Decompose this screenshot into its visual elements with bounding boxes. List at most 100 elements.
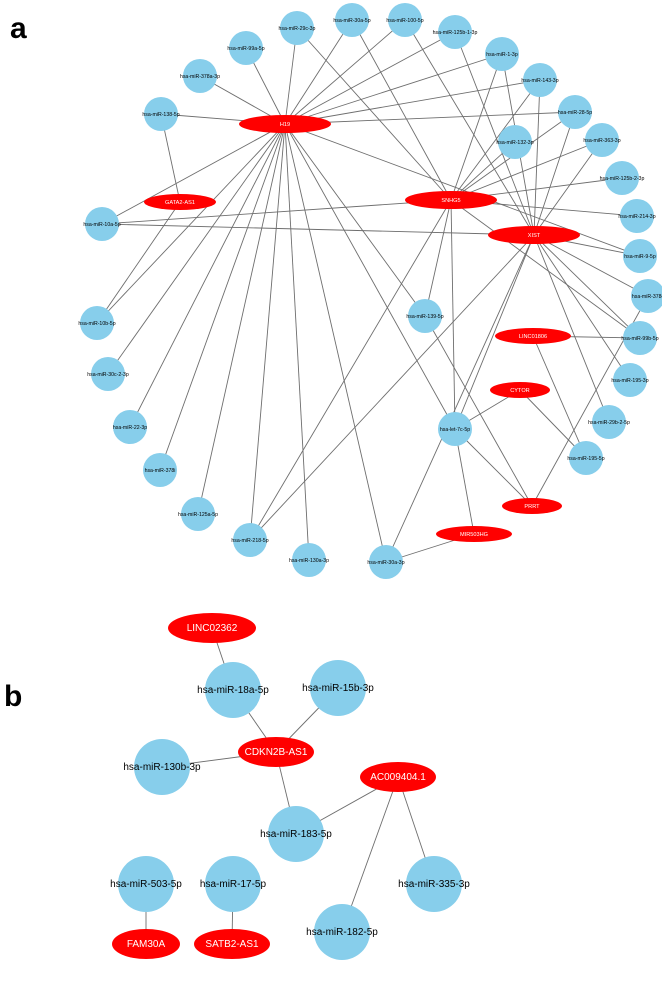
edge-snhg5-to-hsa-mir-1-3p [450, 53, 503, 201]
node-satb2-as1: SATB2-AS1 [194, 929, 270, 959]
node-hsa-mir-138-5p: hsa-miR-138-5p [142, 97, 180, 131]
node-hsa-mir-125a-5p: hsa-miR-125a-5p [178, 497, 218, 531]
node-label-hsa-mir-195-3p: hsa-miR-195-3p [611, 378, 648, 384]
node-shape-hsa-mir-363-3p [585, 123, 619, 157]
node-shape-hsa-mir-125b-1-3p [438, 15, 472, 49]
node-xist: XIST [488, 226, 580, 244]
node-shape-hsa-mir-195-5p [569, 441, 603, 475]
node-label-hsa-mir-125b-1-3p: hsa-miR-125b-1-3p [433, 30, 478, 36]
node-hsa-mir-378c: hsa-miR-378c [631, 279, 662, 313]
node-shape-hsa-mir-15b-3p [310, 660, 366, 716]
node-label-fam30a: FAM30A [127, 939, 166, 950]
node-hsa-mir-18a-5p: hsa-miR-18a-5p [197, 662, 269, 718]
node-shape-hsa-mir-138-5p [144, 97, 178, 131]
node-label-hsa-mir-125b-2-3p: hsa-miR-125b-2-3p [600, 176, 645, 182]
node-label-hsa-mir-378i: hsa-miR-378i [145, 468, 176, 474]
node-shape-hsa-mir-29c-3p [280, 11, 314, 45]
edge-xist-to-hsa-mir-10a-5p [101, 223, 535, 236]
node-shape-hsa-mir-335-3p [406, 856, 462, 912]
node-label-hsa-mir-18a-5p: hsa-miR-18a-5p [197, 685, 269, 696]
edge-xist-to-hsa-mir-363-3p [533, 139, 603, 236]
edge-snhg5-to-hsa-mir-218-5p [249, 199, 452, 541]
node-label-hsa-mir-195-5p: hsa-miR-195-5p [567, 456, 604, 462]
node-shape-hsa-mir-30c-2-3p [91, 357, 125, 391]
node-label-hsa-mir-378a-3p: hsa-miR-378a-3p [180, 74, 220, 80]
node-shape-hsa-mir-139-5p [408, 299, 442, 333]
node-label-hsa-mir-1-3p: hsa-miR-1-3p [486, 52, 518, 58]
node-shape-hsa-mir-22-3p [113, 410, 147, 444]
node-cytor: CYTOR [490, 382, 550, 398]
node-hsa-mir-17-5p: hsa-miR-17-5p [200, 856, 267, 912]
panel-b-letter: b [4, 680, 22, 713]
node-hsa-let-7c-5p: hsa-let-7c-5p [438, 412, 472, 446]
node-label-hsa-mir-15b-3p: hsa-miR-15b-3p [302, 683, 374, 694]
node-shape-cdkn2b-as1 [238, 737, 314, 767]
node-shape-hsa-mir-30a-5p [335, 3, 369, 37]
edge-linc01806-to-hsa-mir-195-5p [532, 335, 587, 459]
node-h19: H19 [239, 115, 331, 133]
node-shape-linc01806 [495, 328, 571, 344]
node-label-hsa-mir-503-5p: hsa-miR-503-5p [110, 879, 182, 890]
edge-h19-to-hsa-let-7c-5p [284, 123, 456, 430]
edge-xist-to-hsa-mir-195-3p [533, 234, 631, 381]
edge-h19-to-hsa-mir-139-5p [284, 123, 426, 317]
edge-h19-to-hsa-mir-125b-1-3p [284, 31, 456, 125]
node-label-hsa-mir-30a-3p: hsa-miR-30a-3p [367, 560, 404, 566]
node-label-h19: H19 [280, 122, 290, 128]
edge-h19-to-hsa-mir-30a-3p [284, 123, 387, 563]
node-label-hsa-mir-363-3p: hsa-miR-363-3p [583, 138, 620, 144]
node-label-hsa-mir-130a-3p: hsa-miR-130a-3p [289, 558, 329, 564]
node-label-ac009404-1: AC009404.1 [370, 772, 426, 783]
edge-h19-to-hsa-mir-130a-3p [284, 123, 310, 561]
edge-xist-to-hsa-mir-378c [533, 234, 649, 297]
edge-h19-to-hsa-mir-125a-5p [197, 123, 286, 515]
node-label-hsa-mir-9-5p: hsa-miR-9-5p [624, 254, 656, 260]
node-shape-hsa-let-7c-5p [438, 412, 472, 446]
edge-xist-to-hsa-mir-29b-2-5p [533, 234, 610, 423]
node-hsa-mir-195-5p: hsa-miR-195-5p [567, 441, 605, 475]
node-label-hsa-mir-17-5p: hsa-miR-17-5p [200, 879, 267, 890]
edge-h19-to-hsa-mir-100-5p [284, 19, 406, 125]
edge-prrt-to-hsa-mir-139-5p [424, 315, 533, 507]
node-hsa-mir-130a-3p: hsa-miR-130a-3p [289, 543, 329, 577]
node-shape-hsa-mir-130b-3p [134, 739, 190, 795]
node-shape-hsa-mir-218-5p [233, 523, 267, 557]
node-hsa-mir-30a-3p: hsa-miR-30a-3p [367, 545, 405, 579]
node-label-prrt: PRRT [524, 504, 540, 510]
node-hsa-mir-130b-3p: hsa-miR-130b-3p [123, 739, 201, 795]
node-shape-linc02362 [168, 613, 256, 643]
node-label-mir503hg: MIR503HG [460, 532, 488, 538]
node-prrt: PRRT [502, 498, 562, 514]
node-shape-hsa-mir-10a-5p [85, 207, 119, 241]
node-hsa-mir-29c-3p: hsa-miR-29c-3p [279, 11, 316, 45]
node-label-hsa-mir-130b-3p: hsa-miR-130b-3p [123, 762, 201, 773]
node-label-hsa-mir-138-5p: hsa-miR-138-5p [142, 112, 179, 118]
edge-h19-to-hsa-mir-22-3p [129, 123, 286, 428]
edge-xist-to-hsa-mir-143-3p [533, 79, 541, 236]
edge-xist-to-hsa-mir-125b-1-3p [454, 31, 535, 236]
node-hsa-mir-378a-3p: hsa-miR-378a-3p [180, 59, 220, 93]
panel-a-network: H19SNHG5XISTGATA2-AS1LINC01806CYTORPRRTM… [78, 3, 662, 579]
node-label-hsa-mir-378c: hsa-miR-378c [632, 294, 662, 300]
edge-xist-to-hsa-mir-218-5p [249, 234, 535, 541]
node-hsa-mir-22-3p: hsa-miR-22-3p [113, 410, 147, 444]
node-snhg5: SNHG5 [405, 191, 497, 209]
node-shape-hsa-mir-183-5p [268, 806, 324, 862]
node-shape-hsa-mir-143-3p [523, 63, 557, 97]
edge-snhg5-to-hsa-mir-99b-5p [450, 199, 641, 339]
node-hsa-mir-183-5p: hsa-miR-183-5p [260, 806, 332, 862]
node-label-xist: XIST [528, 233, 541, 239]
node-linc02362: LINC02362 [168, 613, 256, 643]
node-label-hsa-mir-183-5p: hsa-miR-183-5p [260, 829, 332, 840]
node-hsa-mir-143-3p: hsa-miR-143-3p [521, 63, 559, 97]
node-hsa-mir-10b-5p: hsa-miR-10b-5p [78, 306, 116, 340]
edge-gata2-as1-to-hsa-mir-10b-5p [96, 201, 181, 324]
node-shape-hsa-mir-132-3p [498, 125, 532, 159]
node-shape-h19 [239, 115, 331, 133]
node-hsa-mir-335-3p: hsa-miR-335-3p [398, 856, 470, 912]
edge-h19-to-hsa-mir-30a-5p [284, 19, 353, 125]
node-shape-prrt [502, 498, 562, 514]
node-label-linc02362: LINC02362 [187, 623, 238, 634]
node-shape-hsa-mir-1-3p [485, 37, 519, 71]
edge-h19-to-hsa-mir-10b-5p [96, 123, 286, 324]
